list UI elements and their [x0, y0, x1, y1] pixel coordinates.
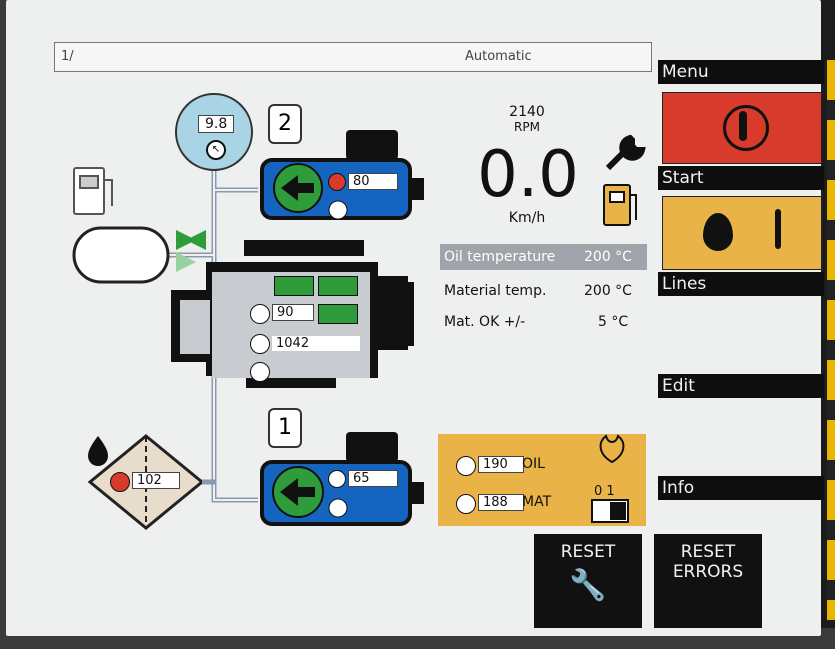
lines-label[interactable]: Lines — [658, 272, 824, 296]
oil-drop-icon — [703, 213, 733, 251]
heater-mat-thermometer-icon — [456, 494, 476, 514]
engine-thermometer-icon — [250, 304, 270, 324]
reset-errors-button[interactable]: RESET ERRORS — [654, 534, 762, 628]
engine-hours: 1042 — [272, 336, 360, 351]
heater-switch-label: 0 1 — [594, 484, 615, 499]
thermometer-icon — [775, 209, 781, 249]
hmi-screen: 1/ Automatic — [6, 0, 824, 636]
pump-1-temp: 65 — [348, 470, 398, 487]
speed-value: 0.0 — [477, 138, 579, 212]
pump-2-temp: 80 — [348, 173, 398, 190]
oil-temp-highlight — [440, 244, 647, 270]
heater-oil-value: 190 — [478, 456, 524, 473]
engine-temp: 90 — [272, 304, 314, 321]
rpm-value: 2140 — [509, 104, 545, 120]
wrench-icon: 🔧 — [569, 568, 607, 603]
edit-label[interactable]: Edit — [658, 374, 824, 398]
info-label[interactable]: Info — [658, 476, 824, 500]
menu-label[interactable]: Menu — [658, 60, 824, 84]
mat-ok-value: 5 °C — [598, 314, 629, 330]
gauge-value: 9.8 — [198, 115, 235, 133]
reset-button[interactable]: RESET 🔧 — [534, 534, 642, 628]
reservoir-tank — [72, 226, 170, 284]
battery-icon — [274, 276, 314, 296]
oil-drop-icon — [88, 436, 108, 466]
tank-temp: 102 — [132, 472, 180, 489]
pump-1-thermometer-icon — [328, 470, 346, 488]
speed-unit: Km/h — [508, 210, 546, 226]
bezel-left — [0, 0, 6, 649]
start-heater-tile[interactable] — [662, 196, 822, 270]
bezel-right — [821, 0, 835, 649]
oil-temp-label: Oil temperature — [444, 249, 556, 265]
heater-oil-thermometer-icon — [456, 456, 476, 476]
fuel-pump-icon-right — [603, 184, 637, 226]
gauge-needle-icon: ↖ — [206, 140, 226, 160]
material-temp-label: Material temp. — [444, 283, 547, 299]
reset-errors-line2: ERRORS — [672, 562, 744, 582]
glow-plug-icon — [250, 362, 270, 382]
oil-temp-value: 200 °C — [584, 249, 632, 265]
pump-1-number: 1 — [268, 408, 302, 448]
material-temp-value: 200 °C — [584, 283, 632, 299]
pump-2-thermometer-icon — [328, 173, 346, 191]
screen-id: 1/ — [61, 49, 74, 64]
menu-temperature-tile[interactable] — [662, 92, 822, 164]
flame-icon — [599, 434, 625, 464]
mat-ok-label: Mat. OK +/- — [444, 314, 526, 330]
heater-mat-label: MAT — [522, 494, 552, 510]
clock-icon — [250, 334, 270, 354]
oil-can-icon — [318, 276, 358, 296]
pump-2-number: 2 — [268, 104, 302, 144]
rpm-unit: RPM — [514, 120, 540, 134]
thermometer-icon — [739, 111, 747, 141]
start-label[interactable]: Start — [658, 166, 824, 190]
heater-oil-label: OIL — [522, 456, 545, 472]
fuel-pump-icon-left — [73, 167, 113, 215]
reset-errors-line1: RESET — [680, 542, 736, 562]
mode-label: Automatic — [465, 49, 532, 64]
reset-label: RESET — [560, 542, 616, 562]
coolant-temp-icon — [318, 304, 358, 324]
tank-thermometer-icon — [110, 472, 130, 492]
heater-mat-value: 188 — [478, 494, 524, 511]
title-bar: 1/ Automatic — [54, 42, 652, 72]
valve-icon — [176, 230, 206, 272]
wrench-icon — [605, 134, 646, 171]
